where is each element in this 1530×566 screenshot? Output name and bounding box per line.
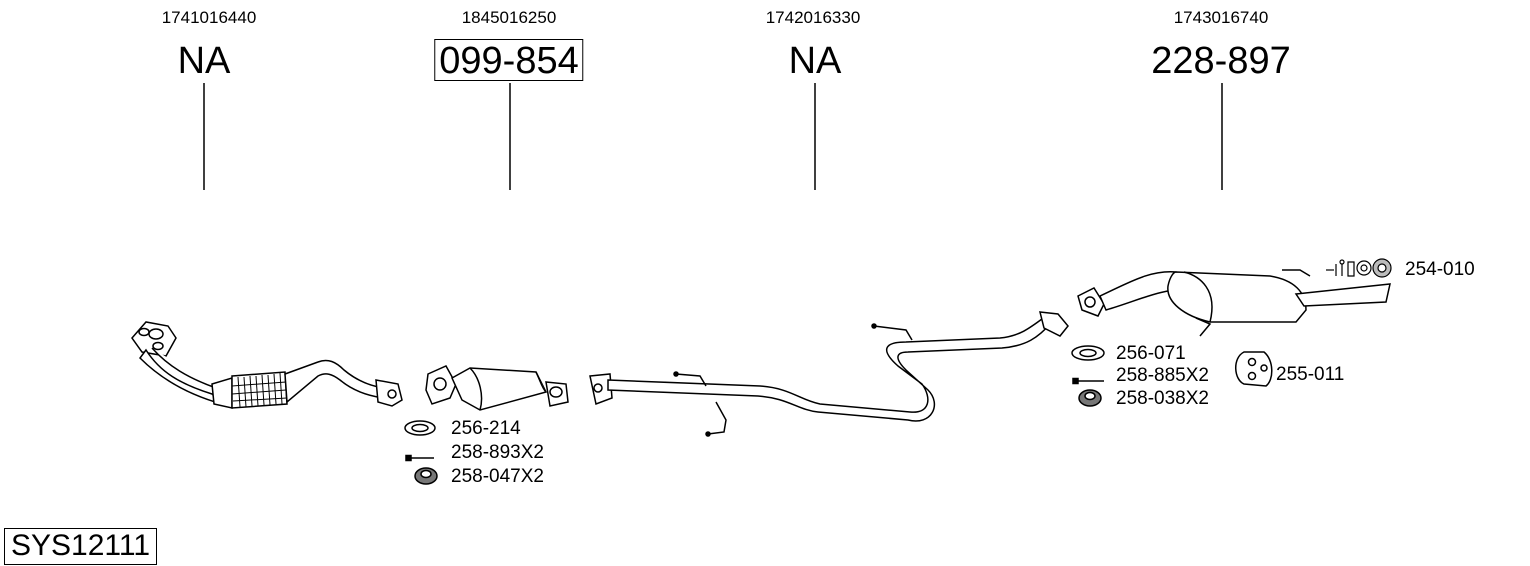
rear-silencer [1077,269,1391,337]
middle-pipe [589,311,1069,437]
catalyst-nut-label[interactable]: 258-047X2 [451,466,544,487]
catalyst-gasket-icon [404,420,436,436]
rear-hanger-icon [1235,351,1273,387]
front-pipe [131,321,403,409]
part-number-rear-silencer[interactable]: 228-897 [1151,40,1291,82]
rear-hanger-label[interactable]: 255-011 [1276,364,1345,385]
rear-bolt-label[interactable]: 258-885X2 [1116,365,1209,386]
catalytic-converter [425,365,569,411]
oe-number-front-pipe: 1741016440 [161,8,257,27]
mounting-kit-label[interactable]: 254-010 [1405,259,1475,280]
rear-nut-label[interactable]: 258-038X2 [1116,388,1209,409]
rear-nut-icon [1078,389,1102,407]
part-number-catalyst[interactable]: 099-854 [434,39,584,81]
rear-gasket-icon [1071,345,1105,361]
catalyst-bolt-icon [405,454,434,462]
rear-gasket-label[interactable]: 256-071 [1116,343,1186,364]
mounting-kit-icon [1326,258,1392,278]
catalyst-nut-icon [414,467,438,485]
system-code: SYS12111 [4,528,157,565]
oe-number-middle-pipe: 1742016330 [765,8,861,27]
oe-number-rear-silencer: 1743016740 [1173,8,1269,27]
catalyst-bolt-label[interactable]: 258-893X2 [451,442,544,463]
part-number-front-pipe[interactable]: NA [177,40,231,82]
part-number-middle-pipe[interactable]: NA [788,40,842,82]
catalyst-gasket-label[interactable]: 256-214 [451,418,521,439]
oe-number-catalyst: 1845016250 [461,8,557,27]
rear-bolt-icon [1072,377,1104,385]
